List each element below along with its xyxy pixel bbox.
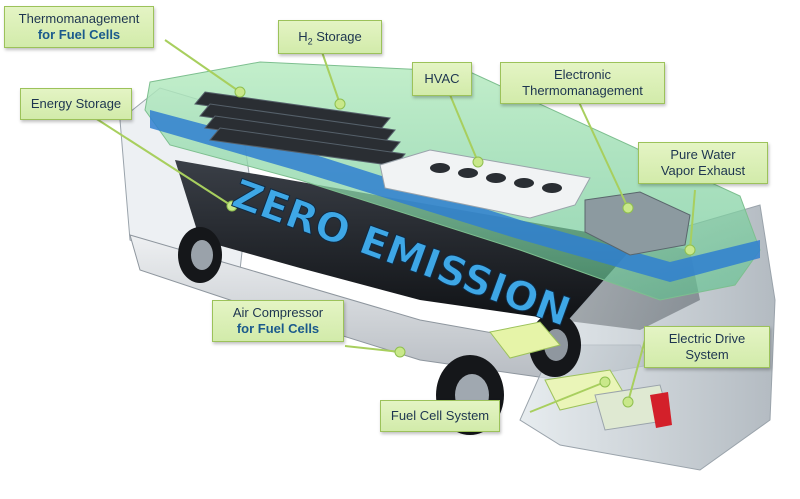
label-pure-water-vapor-exhaust: Pure Water Vapor Exhaust: [638, 142, 768, 184]
h2-tanks: [194, 91, 406, 167]
leader-dots: [226, 86, 696, 408]
label-electronic-thermomanagement: Electronic Thermomanagement: [500, 62, 665, 104]
label-h2-storage: H2 Storage: [278, 20, 382, 54]
leader-lines: [91, 39, 696, 413]
label-air-compressor: Air Compressor for Fuel Cells: [212, 300, 344, 342]
hvac-unit: [379, 149, 591, 219]
label-thermomanagement-fuel-cells: Thermomanagement for Fuel Cells: [4, 6, 154, 48]
label-fuel-cell-system: Fuel Cell System: [380, 400, 500, 432]
bus-side-body: [175, 160, 700, 330]
label-electric-drive-system: Electric Drive System: [644, 326, 770, 368]
label-hvac: HVAC: [412, 62, 472, 96]
red-drive-part: [650, 392, 672, 428]
electronic-thermo-unit: [584, 191, 691, 256]
rear-wheel: [178, 227, 222, 283]
label-energy-storage: Energy Storage: [20, 88, 132, 120]
